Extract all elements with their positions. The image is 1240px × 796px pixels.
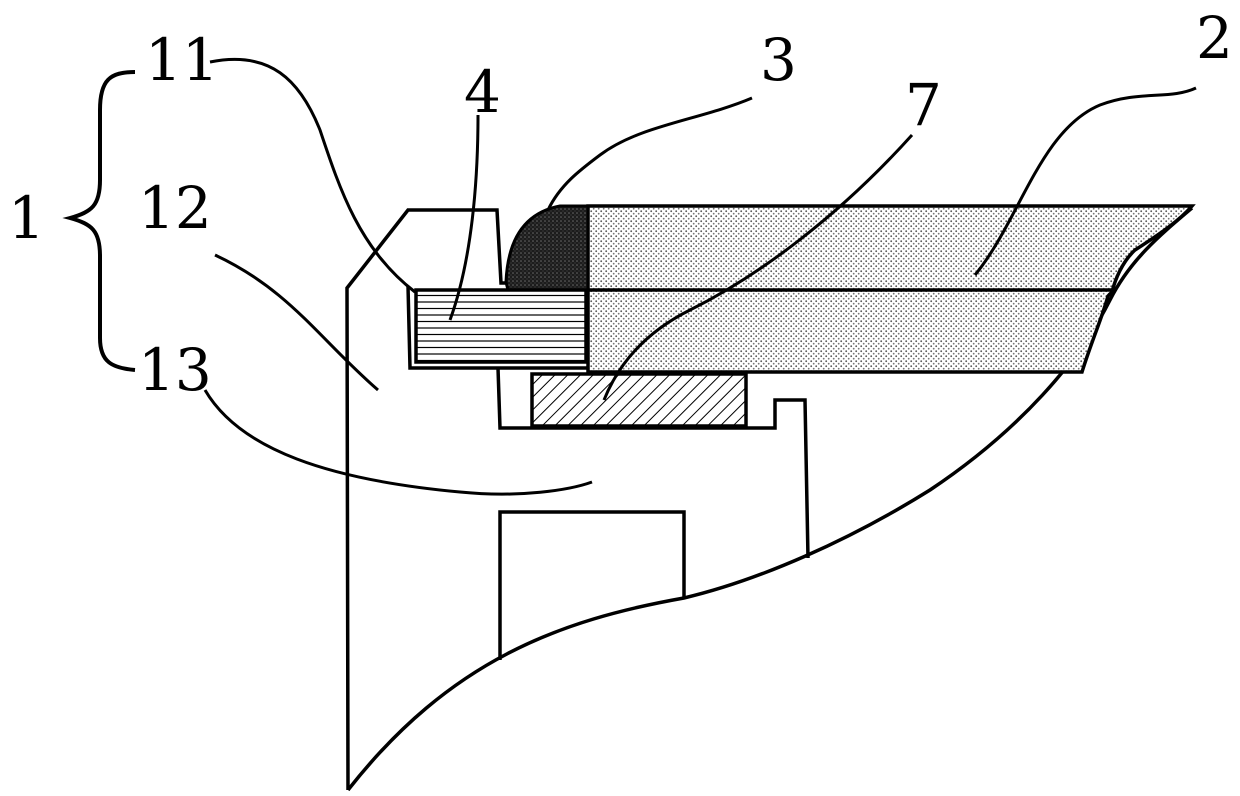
label-13: 13 bbox=[138, 336, 212, 404]
label-11: 11 bbox=[145, 26, 219, 94]
label-7: 7 bbox=[905, 71, 942, 139]
label-1: 1 bbox=[8, 184, 45, 252]
component-4 bbox=[416, 290, 586, 362]
leader-11 bbox=[210, 59, 415, 292]
label-2: 2 bbox=[1196, 4, 1233, 72]
label-4: 4 bbox=[464, 58, 501, 126]
leader-12 bbox=[215, 255, 378, 390]
glue-bead bbox=[506, 206, 588, 290]
label-12: 12 bbox=[138, 174, 212, 242]
label-3: 3 bbox=[760, 26, 797, 94]
glass-panel bbox=[588, 206, 1192, 372]
brace bbox=[70, 72, 135, 370]
component-7 bbox=[532, 374, 746, 426]
leader-3 bbox=[548, 98, 752, 210]
